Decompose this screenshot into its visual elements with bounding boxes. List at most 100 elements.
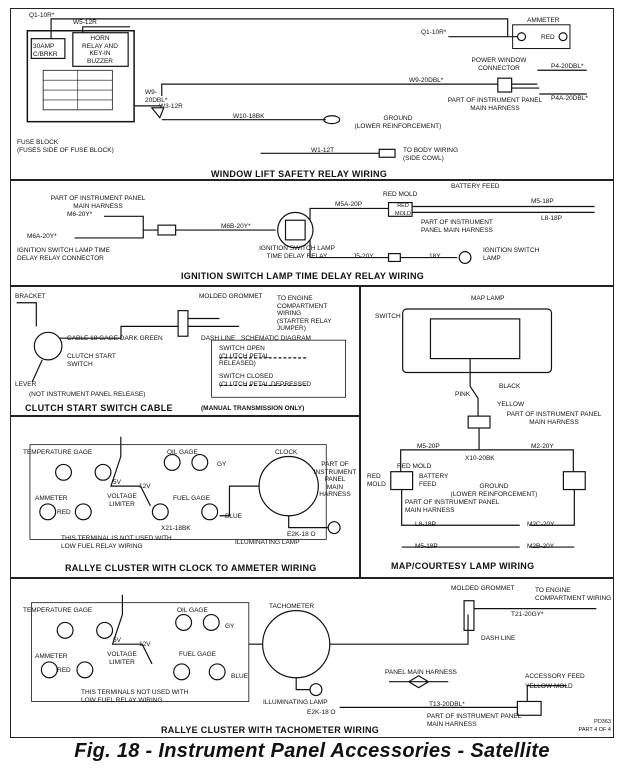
relay-connector-label: IGNITION SWITCH LAMP TIME DELAY RELAY CO…: [17, 247, 110, 262]
clutch-wires: [16, 302, 346, 398]
m5a-20p-label: M5A-20P: [335, 201, 363, 208]
m6a-20y-label: M6A-20Y*: [27, 233, 57, 240]
illuminating-lamp-label: ILLUMINATING LAMP: [235, 539, 300, 546]
gy-label: GY: [217, 461, 227, 468]
w9-20dbl-label: W9-20DBL*: [409, 77, 444, 84]
circuit-breaker-label: 30AMP C/BRKR: [33, 43, 58, 58]
molded-grommet-label: MOLDED GROMMET: [199, 293, 263, 300]
schematic-label: SCHEMATIC DIAGRAM: [241, 335, 311, 342]
clutch-title-note: (MANUAL TRANSMISSION ONLY): [201, 405, 305, 412]
x10-20bk-label: X10-20BK: [465, 455, 495, 462]
12v-label: 12V: [139, 483, 151, 490]
temp-gage-label-2: TEMPERATURE GAGE: [23, 607, 93, 614]
rallye-tach-panel: TEMPERATURE GAGE OIL GAGE GY AMMETER RED…: [10, 578, 614, 738]
w3-12r-label: W3-12R: [159, 103, 183, 110]
switch-open-label: SWITCH OPEN (CLUTCH PETAL RELEASED): [219, 345, 270, 367]
cable-label: CABLE 18 GAGE DARK GREEN: [67, 335, 163, 342]
terminal-note-label: THIS TERMINAL IS NOT USED WITH LOW FUEL …: [61, 535, 172, 550]
ip-harness-label-5: PART OF INSTRUMENT PANEL MAIN HARNESS: [405, 499, 500, 514]
red-mold-label-2: RED MOLD: [397, 463, 432, 470]
lever-label: LEVER: [15, 381, 37, 388]
ignition-wires: [74, 201, 595, 265]
rallye-tach-title: RALLYE CLUSTER WITH TACHOMETER WIRING: [161, 725, 380, 735]
fuel-gage-label: FUEL GAGE: [173, 495, 210, 502]
p4-20dbl-label: P4-20DBL*: [551, 63, 584, 70]
ignition-relay-panel: PART OF INSTRUMENT PANEL MAIN HARNESS M6…: [10, 180, 614, 286]
switch-label: SWITCH: [375, 313, 401, 320]
red-label-3: RED: [57, 667, 71, 674]
j5-20y-label: J5-20Y: [353, 253, 374, 260]
ammeter-label-2: AMMETER: [35, 495, 68, 502]
ammeter-label: AMMETER: [527, 17, 560, 24]
horn-relay-label: HORN RELAY AND KEY-IN BUZZER: [82, 35, 118, 65]
ip-harness-label-4: PART OF INSTRUMENT PANEL MAIN HARNESS: [506, 411, 602, 426]
ip-harness-label-7: PART OF INSTRUMENT PANEL MAIN HARNESS: [427, 713, 522, 728]
power-window-connector-label: POWER WINDOW CONNECTOR: [471, 57, 527, 72]
red-label-2: RED: [57, 509, 71, 516]
w1-12t-label: W1-12T: [311, 147, 335, 154]
m2-20y-label: M2-20Y: [531, 443, 554, 450]
l8-18p-label: L8-18P: [541, 215, 562, 222]
m2b-20y-label: M2B-20Y: [527, 543, 555, 550]
yellow-wire-label: YELLOW: [497, 401, 525, 408]
m2c-20y-label: M2C-20Y: [527, 521, 555, 528]
pink-wire-label: PINK: [455, 391, 471, 398]
accessory-feed-label: ACCESSORY FEED: [525, 673, 585, 680]
window-lift-title: WINDOW LIFT SAFETY RELAY WIRING: [211, 169, 388, 179]
battery-feed-label-2: BATTERY FEED: [419, 473, 449, 488]
m6-20y-label: M6-20Y*: [67, 211, 93, 218]
12v-label-2: 12V: [139, 641, 151, 648]
dash-line-label: DASH LINE: [201, 335, 236, 342]
red-mold-label: RED MOLD: [383, 191, 418, 198]
18y-label: 18Y: [429, 253, 441, 260]
ammeter-red-label: RED: [541, 34, 555, 41]
rallye-clock-title: RALLYE CLUSTER WITH CLOCK TO AMMETER WIR…: [65, 563, 317, 573]
ground-label-2: GROUND (LOWER REINFORCEMENT): [450, 483, 538, 498]
clock-label: CLOCK: [275, 449, 298, 456]
x21-18bk-label: X21-18BK: [161, 525, 191, 532]
map-lamp-panel: MAP LAMP SWITCH BLACK PINK YELLOW PART O…: [360, 286, 614, 578]
w9-20dbl-small-label: W9- 20DBL*: [145, 89, 168, 104]
w10-18bk-label: W10-18BK: [233, 113, 265, 120]
dash-line-label-2: DASH LINE: [481, 635, 516, 642]
figure-caption: Fig. 18 - Instrument Panel Accessories -…: [74, 740, 550, 762]
w5-12r-label: W5-12R: [73, 19, 97, 26]
m5-18p-label-2: M5-18P: [415, 543, 438, 550]
body-wiring-label: TO BODY WIRING (SIDE COWL): [403, 147, 459, 162]
window-lift-wires: [26, 18, 587, 158]
map-lamp-label: MAP LAMP: [471, 295, 505, 302]
illuminating-lamp-label-2: ILLUMINATING LAMP: [263, 699, 328, 706]
panel-main-harness-label: PANEL MAIN HARNESS: [385, 669, 457, 676]
m6b-20y-label: M6B-20Y*: [221, 223, 251, 230]
rallye-clock-panel: TEMPERATURE GAGE OIL GAGE GY AMMETER RED…: [10, 416, 360, 578]
yellow-mold-label: YELLOW MOLD: [525, 683, 573, 690]
ground-label: GROUND (LOWER REINFORCEMENT): [354, 115, 442, 130]
ip-harness-label-3: PART OF INSTRUMENT PANEL MAIN HARNESS: [421, 219, 493, 234]
engine-wiring-label-2: TO ENGINE COMPARTMENT WIRING: [535, 587, 612, 602]
p4a-20dbl-label: P4A-20DBL*: [551, 95, 588, 102]
battery-feed-label: BATTERY FEED: [451, 183, 500, 190]
q1-10r-label-2: Q1-10R*: [421, 29, 447, 36]
black-wire-label: BLACK: [499, 383, 521, 390]
map-lamp-wires: [390, 308, 586, 548]
temp-gage-label: TEMPERATURE GAGE: [23, 449, 93, 456]
map-lamp-title: MAP/COURTESY LAMP WIRING: [391, 561, 535, 571]
blue-label-2: BLUE: [231, 673, 248, 680]
terminal-note-label-2: THIS TERMINALS NOT USED WITH LOW FUEL RE…: [81, 689, 189, 704]
engine-wiring-label: TO ENGINE COMPARTMENT WIRING (STARTER RE…: [277, 295, 332, 332]
ignition-title: IGNITION SWITCH LAMP TIME DELAY RELAY WI…: [181, 271, 425, 281]
t21-20gy-label: T21-20GY*: [511, 611, 544, 618]
time-delay-relay-label: IGNITION SWITCH LAMP TIME DELAY RELAY: [259, 245, 335, 260]
e2k-18o-label-2: E2K-18 O: [307, 709, 336, 716]
blue-label: BLUE: [225, 513, 242, 520]
5v-label: 5V: [113, 479, 121, 486]
tachometer-label: TACHOMETER: [269, 603, 315, 610]
gy-label-2: GY: [225, 623, 235, 630]
clutch-start-switch-label: CLUTCH START SWITCH: [67, 353, 116, 368]
clutch-title: CLUTCH START SWITCH CABLE: [25, 403, 173, 413]
rallye-tach-wires: [31, 594, 597, 716]
voltage-limiter-label: VOLTAGE LIMITER: [107, 493, 137, 508]
l8-18p-label-2: L8-18P: [415, 521, 436, 528]
red-mold-box-label: RED MOLD: [395, 203, 411, 217]
